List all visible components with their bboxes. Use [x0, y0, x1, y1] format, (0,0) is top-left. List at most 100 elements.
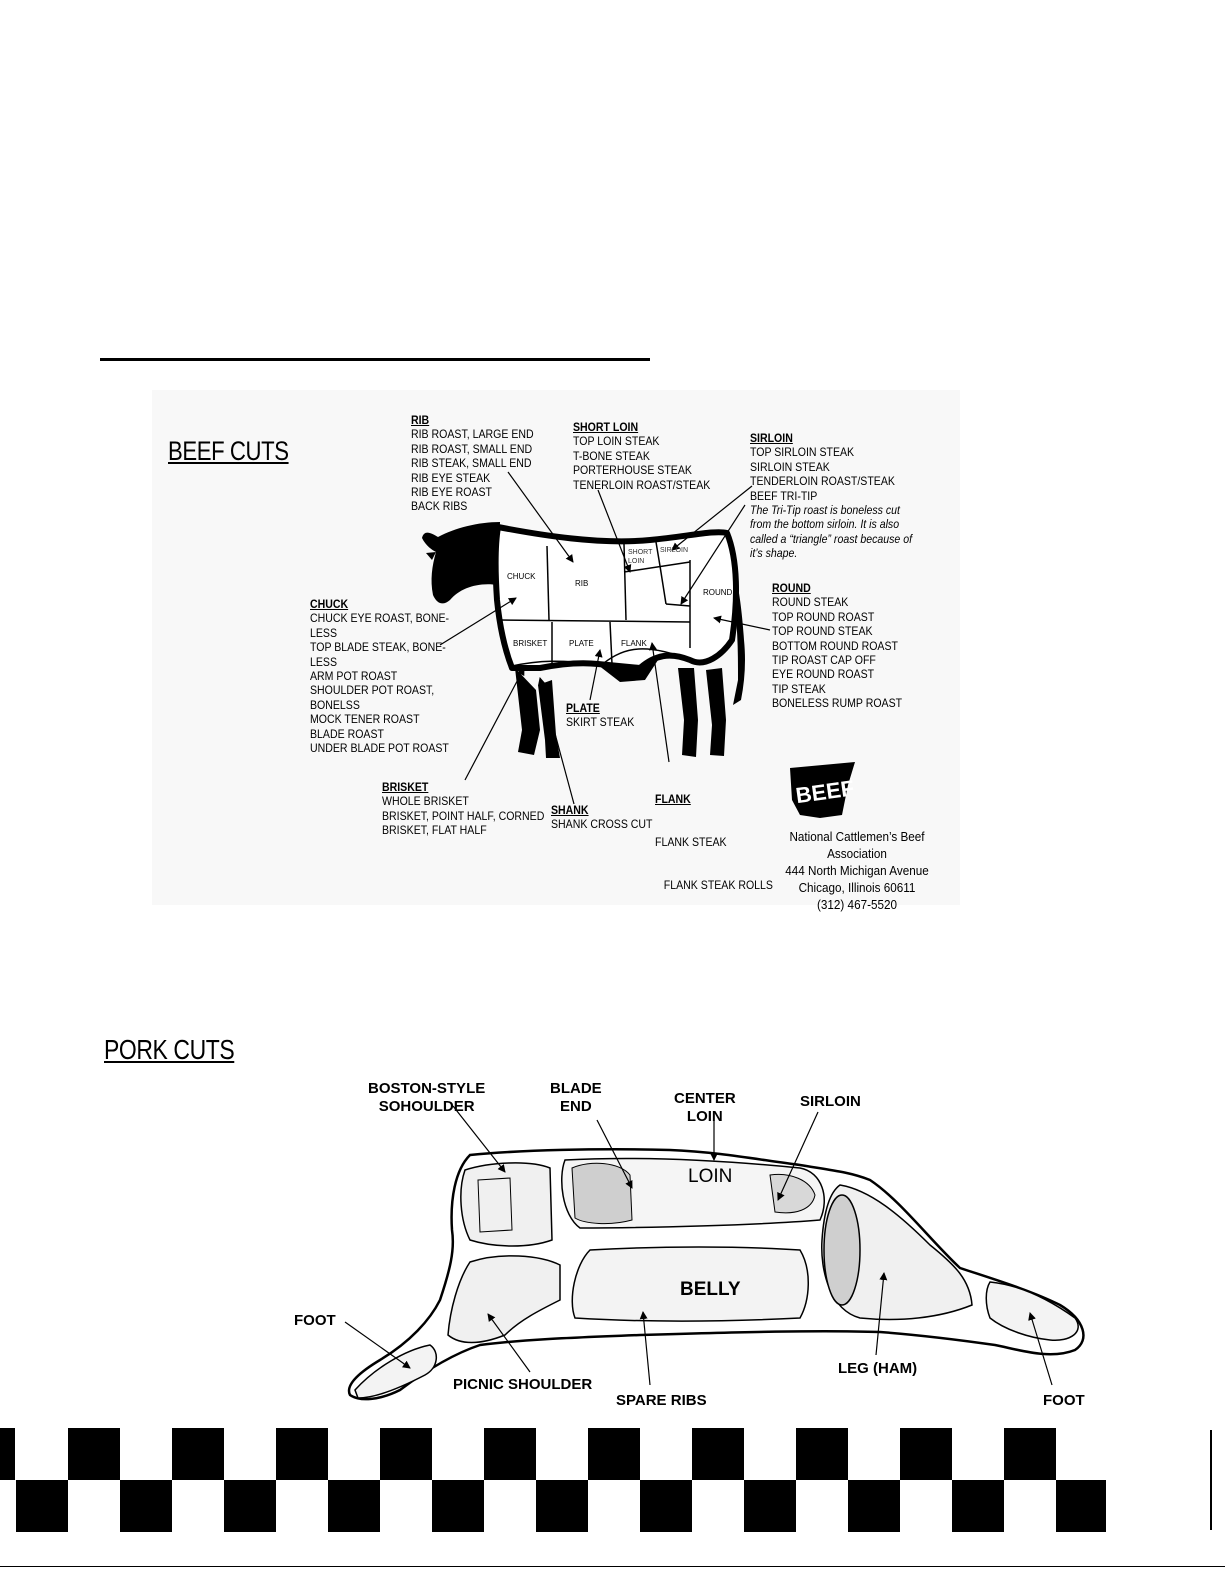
sirloin-item: TENDERLOIN ROAST/STEAK — [750, 474, 895, 489]
center-line-1: CENTER — [674, 1090, 736, 1107]
round-cuts-list: ROUND ROUND STEAK TOP ROUND ROAST TOP RO… — [772, 581, 902, 711]
sirloin-item: SIRLOIN STEAK — [750, 459, 830, 474]
short-loin-item: TENERLOIN ROAST/STEAK — [573, 477, 711, 492]
center-line-2: LOIN — [686, 1108, 723, 1125]
sirloin-note: from the bottom sirloin. It is also — [750, 517, 900, 532]
chuck-item: SHOULDER POT ROAST, — [310, 683, 435, 698]
round-item: TIP STEAK — [772, 681, 826, 696]
round-item: TIP ROAST CAP OFF — [772, 653, 876, 668]
top-rule — [100, 358, 650, 361]
shank-heading: SHANK — [551, 803, 589, 817]
sirloin-cuts-list: SIRLOIN TOP SIRLOIN STEAK SIRLOIN STEAK … — [750, 431, 912, 561]
association-name: National Cattlemen’s Beef Association — [789, 829, 925, 861]
association-street: 444 North Michigan Avenue — [785, 863, 929, 878]
brisket-item: WHOLE BRISKET — [382, 794, 469, 809]
rib-cuts-list: RIB RIB ROAST, LARGE END RIB ROAST, SMAL… — [411, 413, 534, 514]
flank-item: FLANK STEAK ROLLS — [655, 878, 773, 893]
checkered-border — [0, 1428, 1225, 1567]
rib-item: RIB ROAST, LARGE END — [411, 427, 534, 442]
pork-label-center-loin: CENTER LOIN — [674, 1090, 736, 1126]
pig-outline — [347, 1147, 1085, 1401]
region-plate: PLATE — [569, 639, 594, 648]
region-short-loin: SHORT LOIN — [628, 549, 653, 565]
chuck-item: MOCK TENER ROAST — [310, 712, 420, 727]
boston-line-1: BOSTON-STYLE — [368, 1080, 486, 1097]
short-loin-cuts-list: SHORT LOIN TOP LOIN STEAK T-BONE STEAK P… — [573, 420, 710, 492]
pork-label-foot-front: FOOT — [294, 1312, 336, 1329]
plate-heading: PLATE — [566, 701, 600, 715]
region-brisket: BRISKET — [513, 639, 548, 648]
plate-cuts-list: PLATE SKIRT STEAK — [566, 701, 634, 730]
rib-item: BACK RIBS — [411, 499, 468, 514]
short-loin-item: TOP LOIN STEAK — [573, 434, 660, 449]
rib-heading: RIB — [411, 413, 430, 427]
pork-pointer-lines — [344, 1105, 1053, 1386]
region-loin: LOIN — [688, 1166, 733, 1187]
association-address: National Cattlemen’s Beef Association 44… — [763, 828, 952, 913]
pork-label-sirloin: SIRLOIN — [800, 1093, 861, 1110]
region-belly: BELLY — [680, 1279, 741, 1300]
region-sirloin: SIRLOIN — [660, 547, 689, 554]
plate-item: SKIRT STEAK — [566, 715, 635, 730]
chuck-item: TOP BLADE STEAK, BONE- — [310, 640, 446, 655]
cow-silhouette — [422, 522, 745, 758]
sirloin-note: called a “triangle” roast because of — [750, 531, 913, 546]
pork-label-boston-shoulder: BOSTON-STYLE SOHOULDER — [368, 1080, 485, 1116]
blade-line-1: BLADE — [550, 1080, 602, 1097]
short-loin-item: PORTERHOUSE STEAK — [573, 463, 692, 478]
rib-item: RIB EYE STEAK — [411, 470, 491, 485]
flank-cuts-list: FLANK FLANK STEAK FLANK STEAK ROLLS — [655, 763, 773, 907]
boston-line-2: SOHOULDER — [378, 1098, 475, 1115]
chuck-item: ARM POT ROAST — [310, 669, 398, 684]
short-loin-item: T-BONE STEAK — [573, 448, 650, 463]
chuck-item: BLADE ROAST — [310, 726, 384, 741]
round-heading: ROUND — [772, 581, 811, 595]
round-item: BONELESS RUMP ROAST — [772, 696, 903, 711]
beef-logo: BEEF — [790, 762, 856, 818]
region-chuck: CHUCK — [507, 572, 536, 581]
chuck-item: UNDER BLADE POT ROAST — [310, 741, 449, 756]
chuck-item: BONELSS — [310, 697, 360, 712]
chuck-heading: CHUCK — [310, 597, 349, 611]
short-loin-heading: SHORT LOIN — [573, 420, 639, 434]
rib-item: RIB STEAK, SMALL END — [411, 456, 532, 471]
round-item: BOTTOM ROUND ROAST — [772, 638, 898, 653]
region-flank: FLANK — [621, 639, 647, 648]
beef-pointer-lines — [439, 471, 771, 805]
round-item: TOP ROUND ROAST — [772, 609, 875, 624]
sirloin-note: it’s shape. — [750, 546, 798, 561]
round-item: TOP ROUND STEAK — [772, 624, 873, 639]
beef-cuts-title: BEEF CUTS — [168, 436, 289, 466]
blade-line-2: END — [560, 1098, 592, 1115]
chuck-item: LESS — [310, 625, 338, 640]
brisket-cuts-list: BRISKET WHOLE BRISKET BRISKET, POINT HAL… — [382, 780, 544, 838]
brisket-item: BRISKET, POINT HALF, CORNED — [382, 808, 545, 823]
flank-item: FLANK STEAK — [655, 835, 727, 850]
chuck-item: CHUCK EYE ROAST, BONE- — [310, 611, 450, 626]
brisket-item: BRISKET, FLAT HALF — [382, 823, 487, 838]
pork-label-picnic-shoulder: PICNIC SHOULDER — [453, 1376, 593, 1393]
rib-item: RIB ROAST, SMALL END — [411, 441, 533, 456]
shank-cuts-list: SHANK SHANK CROSS CUT — [551, 803, 653, 832]
pork-label-blade-end: BLADE END — [550, 1080, 602, 1116]
association-city: Chicago, Illinois 60611 — [798, 880, 916, 895]
chuck-item: LESS — [310, 654, 338, 669]
pork-label-leg-ham: LEG (HAM) — [838, 1360, 918, 1377]
chuck-cuts-list: CHUCK CHUCK EYE ROAST, BONE- LESS TOP BL… — [310, 597, 449, 755]
brisket-heading: BRISKET — [382, 780, 429, 794]
sirloin-item: BEEF TRI-TIP — [750, 488, 818, 503]
sirloin-heading: SIRLOIN — [750, 431, 793, 445]
association-phone: (312) 467-5520 — [816, 897, 898, 912]
flank-heading: FLANK — [655, 791, 691, 806]
rib-item: RIB EYE ROAST — [411, 485, 492, 500]
round-item: EYE ROUND ROAST — [772, 667, 875, 682]
sirloin-note: The Tri-Tip roast is boneless cut — [750, 503, 900, 518]
round-item: ROUND STEAK — [772, 595, 849, 610]
sirloin-item: TOP SIRLOIN STEAK — [750, 445, 855, 460]
pork-label-foot-rear: FOOT — [1043, 1392, 1085, 1409]
shank-item: SHANK CROSS CUT — [551, 817, 653, 832]
region-round: ROUND — [703, 588, 733, 597]
region-rib: RIB — [575, 579, 589, 588]
pork-cuts-title: PORK CUTS — [104, 1034, 235, 1065]
